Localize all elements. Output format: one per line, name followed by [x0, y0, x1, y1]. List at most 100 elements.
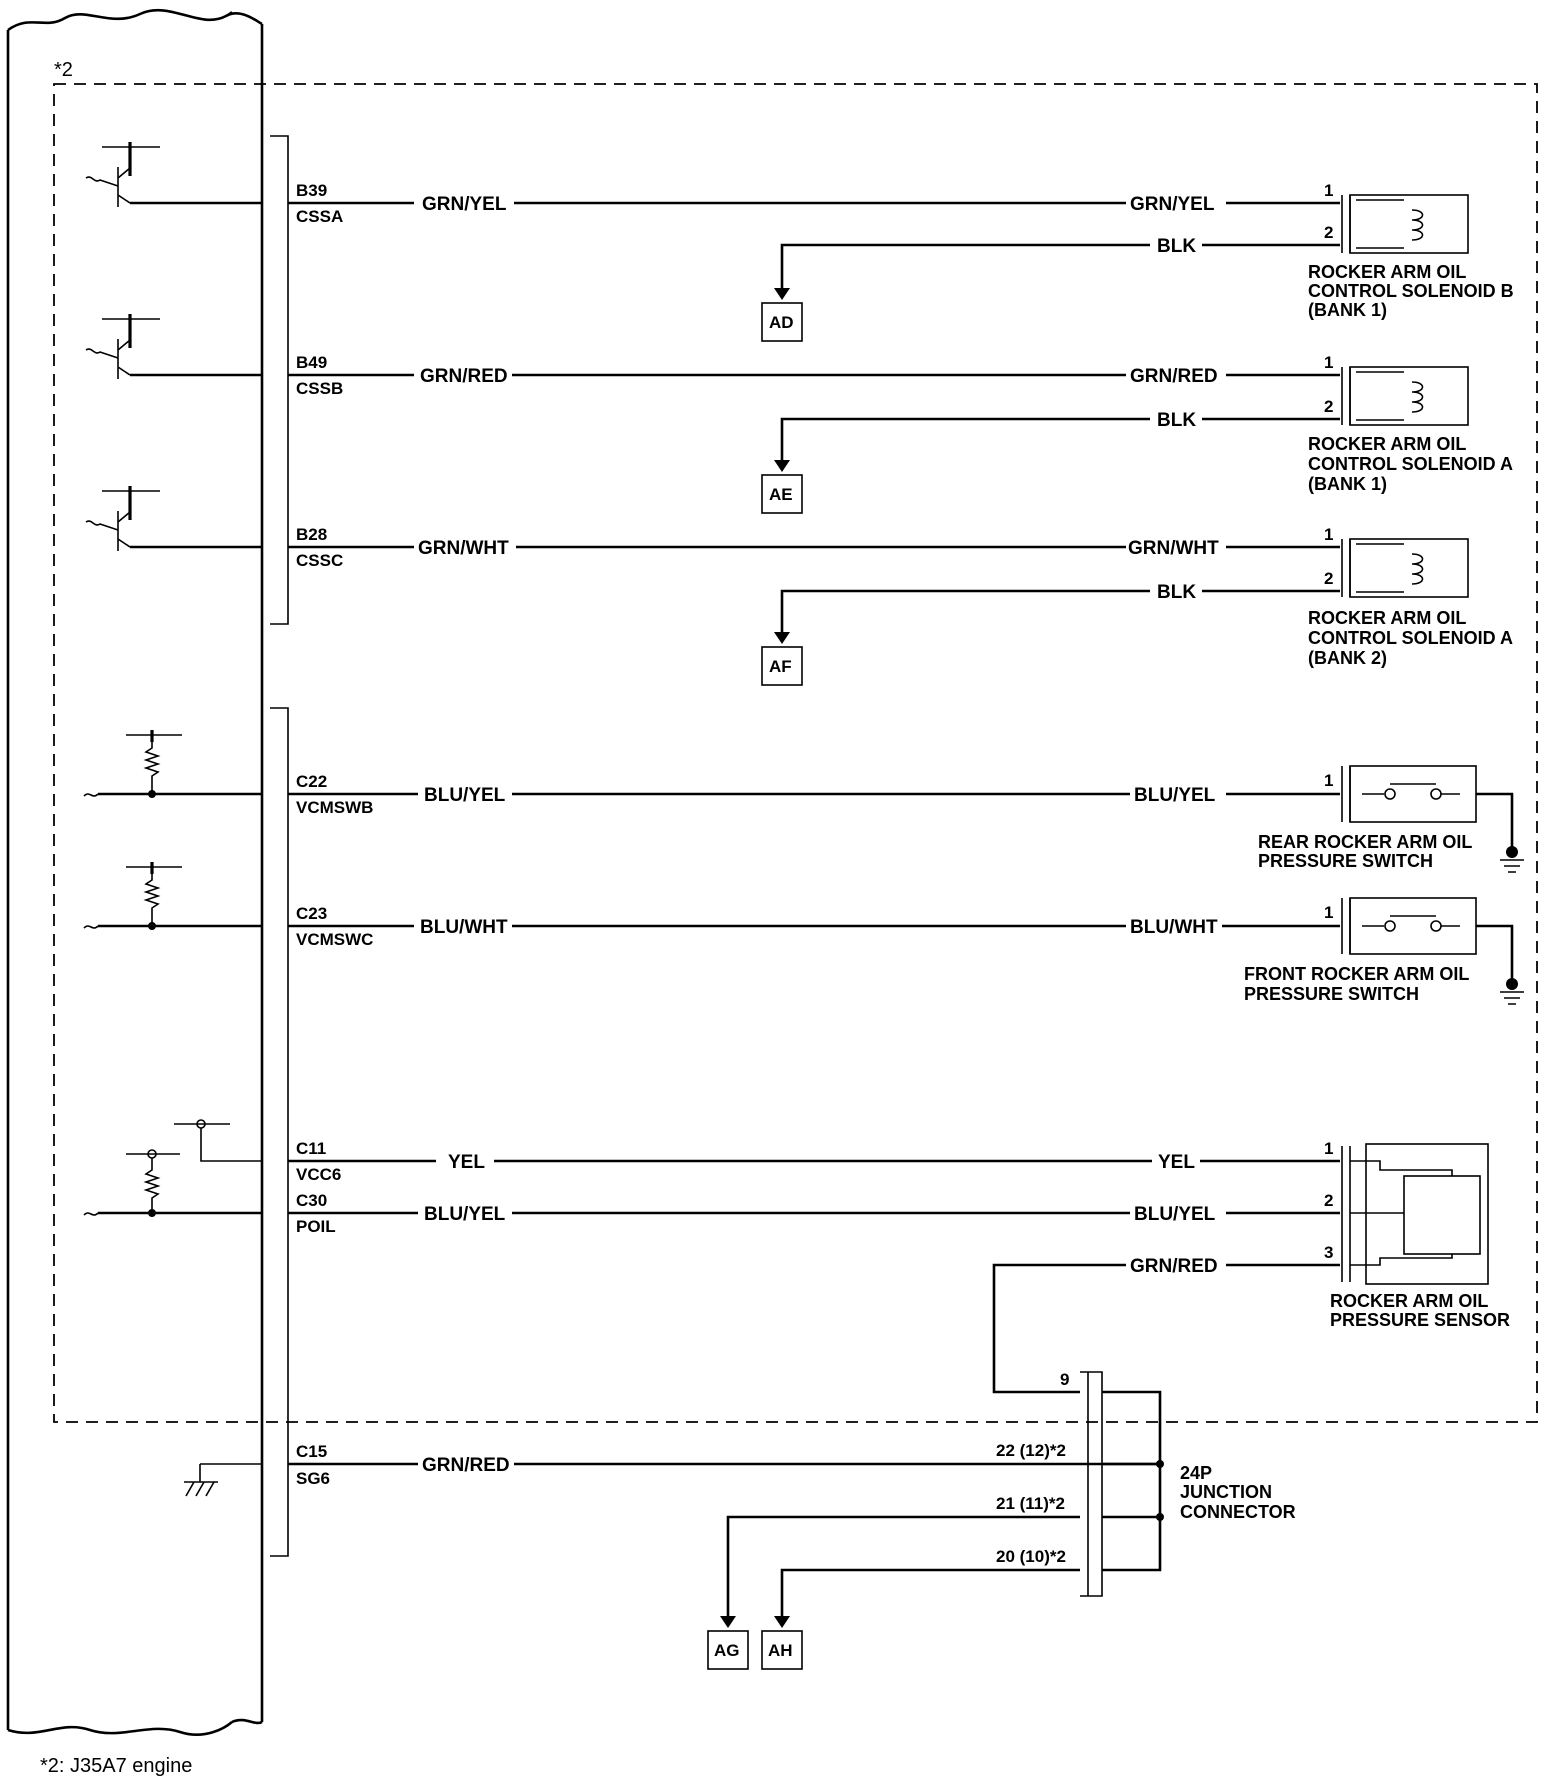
circuit-sensor-ground: GRN/RED	[992, 1256, 1340, 1394]
component-label: (BANK 2)	[1308, 648, 1387, 668]
component-label: PRESSURE SWITCH	[1244, 984, 1419, 1004]
pullup-resistor-icon-vcmswb	[83, 730, 262, 798]
wire-label: GRN/RED	[1130, 1256, 1218, 1277]
component-label: CONNECTOR	[1180, 1502, 1296, 1522]
solenoid-b-bank1: 1 2 ROCKER ARM OIL CONTROL SOLENOID B (B…	[1308, 181, 1514, 320]
transistor-icon-cssa	[85, 142, 262, 207]
pcm-pin-b39: B39	[296, 181, 327, 200]
pin-label: 2	[1324, 397, 1333, 416]
component-label: (BANK 1)	[1308, 474, 1387, 494]
pcm-pin-b28: B28	[296, 525, 327, 544]
footnote: *2: J35A7 engine	[40, 1755, 192, 1777]
signal-ground-icon	[184, 1463, 262, 1497]
component-label: REAR ROCKER ARM OIL	[1258, 832, 1472, 852]
component-label: ROCKER ARM OIL	[1330, 1291, 1488, 1311]
pcm-signal-poil: POIL	[296, 1217, 336, 1236]
component-label: FRONT ROCKER ARM OIL	[1244, 964, 1469, 984]
wire-label: BLK	[1157, 410, 1196, 431]
component-label: CONTROL SOLENOID A	[1308, 454, 1513, 474]
component-label: PRESSURE SENSOR	[1330, 1310, 1510, 1330]
circuit-poil: BLU/YEL BLU/YEL	[288, 1204, 1340, 1225]
wire-label: BLU/YEL	[1134, 785, 1216, 806]
wire-label: GRN/RED	[420, 366, 508, 387]
pcm-signal-cssb: CSSB	[296, 379, 343, 398]
rear-pressure-switch: 1 REAR ROCKER ARM OIL PRESSURE SWITCH	[1258, 765, 1524, 873]
component-label: CONTROL SOLENOID A	[1308, 628, 1513, 648]
circuit-cssa: GRN/YEL GRN/YEL BLK AD	[288, 194, 1340, 342]
wire-label: GRN/WHT	[418, 538, 509, 559]
pcm-signal-sg6: SG6	[296, 1469, 330, 1488]
circuit-cssc: GRN/WHT GRN/WHT BLK AF	[288, 538, 1340, 686]
enclosure-note-marker: *2	[54, 59, 73, 81]
pin-label: 1	[1324, 181, 1333, 200]
pin-label: 22 (12)*2	[996, 1441, 1066, 1460]
pin-label: 2	[1324, 223, 1333, 242]
ground-ref-ah	[761, 1630, 803, 1670]
pin-label: 2	[1324, 1191, 1333, 1210]
circuit-cssb: GRN/RED GRN/RED BLK AE	[288, 366, 1340, 514]
ground-ref-ae	[761, 474, 803, 514]
pin-label: 3	[1324, 1243, 1333, 1262]
pcm-signal-vcc6: VCC6	[296, 1165, 341, 1184]
component-label: ROCKER ARM OIL	[1308, 608, 1466, 628]
component-label: ROCKER ARM OIL	[1308, 262, 1466, 282]
pcm-body	[6, 8, 264, 1736]
component-label: JUNCTION	[1180, 1482, 1272, 1502]
pcm-pin-c30: C30	[296, 1191, 327, 1210]
ground-ref-af	[761, 646, 803, 686]
transistor-icon-cssc	[85, 486, 262, 551]
pcm-signal-cssa: CSSA	[296, 207, 343, 226]
pullup-resistor-icon-poil	[83, 1149, 262, 1217]
front-pressure-switch: 1 FRONT ROCKER ARM OIL PRESSURE SWITCH	[1244, 897, 1524, 1005]
wire-label: BLK	[1157, 236, 1196, 257]
wire-label: GRN/RED	[422, 1455, 510, 1476]
pin-label: 20 (10)*2	[996, 1547, 1066, 1566]
pin-label: 1	[1324, 903, 1333, 922]
wire-label: GRN/YEL	[1130, 194, 1215, 215]
oil-pressure-sensor: 1 2 3 ROCKER ARM OIL PRESSURE SENSOR	[1324, 1139, 1510, 1330]
ground-ref-ah-label: AH	[768, 1641, 793, 1660]
pin-label: 21 (11)*2	[996, 1494, 1065, 1513]
component-label: ROCKER ARM OIL	[1308, 434, 1466, 454]
pcm-signal-vcmswc: VCMSWC	[296, 930, 373, 949]
circuit-sg6: GRN/RED	[288, 1455, 1160, 1476]
wire-label: BLU/WHT	[1130, 917, 1218, 938]
component-label: (BANK 1)	[1308, 300, 1387, 320]
wire-label: GRN/RED	[1130, 366, 1218, 387]
pcm-signal-cssc: CSSC	[296, 551, 343, 570]
ground-ref-ae-label: AE	[769, 485, 793, 504]
wire-label: YEL	[448, 1152, 485, 1173]
pcm-pin-c23: C23	[296, 904, 327, 923]
component-label: CONTROL SOLENOID B	[1308, 281, 1514, 301]
ground-ref-ag	[707, 1630, 749, 1670]
pcm-pin-c22: C22	[296, 772, 327, 791]
solenoid-a-bank2: 1 2 ROCKER ARM OIL CONTROL SOLENOID A (B…	[1308, 525, 1513, 668]
connector-b-bracket	[270, 135, 289, 625]
solenoid-a-bank1: 1 2 ROCKER ARM OIL CONTROL SOLENOID A (B…	[1308, 353, 1513, 494]
wire-label: BLU/YEL	[1134, 1204, 1216, 1225]
circuit-vcmswc: BLU/WHT BLU/WHT	[288, 917, 1340, 938]
pin-label: 1	[1324, 1139, 1333, 1158]
pcm-pin-c11: C11	[296, 1139, 326, 1158]
wire-label: GRN/WHT	[1128, 538, 1219, 559]
pin-label: 1	[1324, 771, 1333, 790]
pin-label: 9	[1060, 1370, 1069, 1389]
wire-label: BLU/YEL	[424, 785, 506, 806]
transistor-icon-cssb	[85, 314, 262, 379]
pcm-signal-vcmswb: VCMSWB	[296, 798, 373, 817]
vcc6-supply-icon	[174, 1119, 262, 1162]
component-label: PRESSURE SWITCH	[1258, 851, 1433, 871]
component-label: 24P	[1180, 1463, 1212, 1483]
ground-ref-ad	[761, 302, 803, 342]
wire-label: YEL	[1158, 1152, 1195, 1173]
pcm-pin-c15: C15	[296, 1442, 327, 1461]
wire-label: GRN/YEL	[422, 194, 507, 215]
circuit-vcmswb: BLU/YEL BLU/YEL	[288, 785, 1340, 806]
pin-label: 2	[1324, 569, 1333, 588]
ground-ref-ad-label: AD	[769, 313, 794, 332]
ground-ref-ag-label: AG	[714, 1641, 740, 1660]
ground-ref-af-label: AF	[769, 657, 792, 676]
wire-label: BLU/YEL	[424, 1204, 506, 1225]
wire-label: BLK	[1157, 582, 1196, 603]
